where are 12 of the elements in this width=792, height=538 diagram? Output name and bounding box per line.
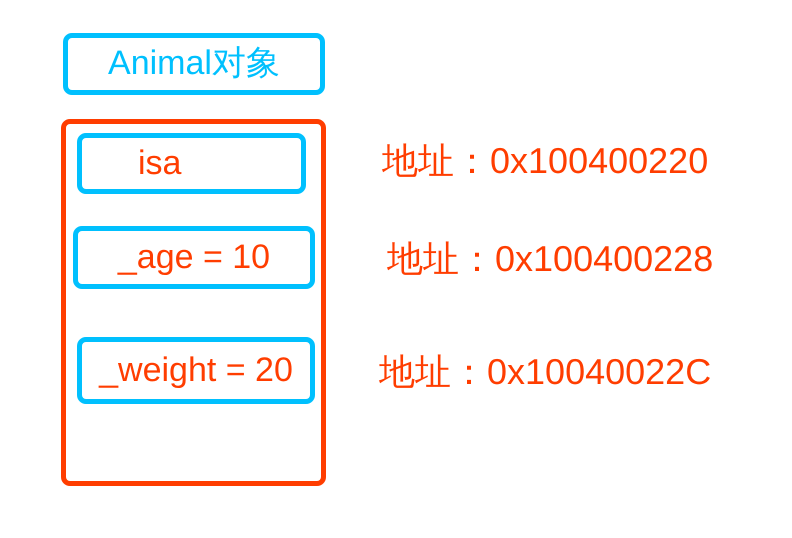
address-label: 地址：0x100400228 <box>387 238 714 280</box>
address-label: 地址：0x10040022C <box>379 351 712 392</box>
title-text: Animal对象 <box>108 44 280 84</box>
memory-block <box>61 119 326 486</box>
field-box <box>77 133 306 194</box>
title-box <box>63 33 325 95</box>
field-box <box>73 226 315 289</box>
field-text: isa <box>138 144 182 184</box>
field-text: _age = 10 <box>118 238 270 278</box>
field-text: _weight = 20 <box>99 350 293 390</box>
address-label: 地址：0x100400220 <box>382 140 708 182</box>
field-box <box>77 337 315 404</box>
